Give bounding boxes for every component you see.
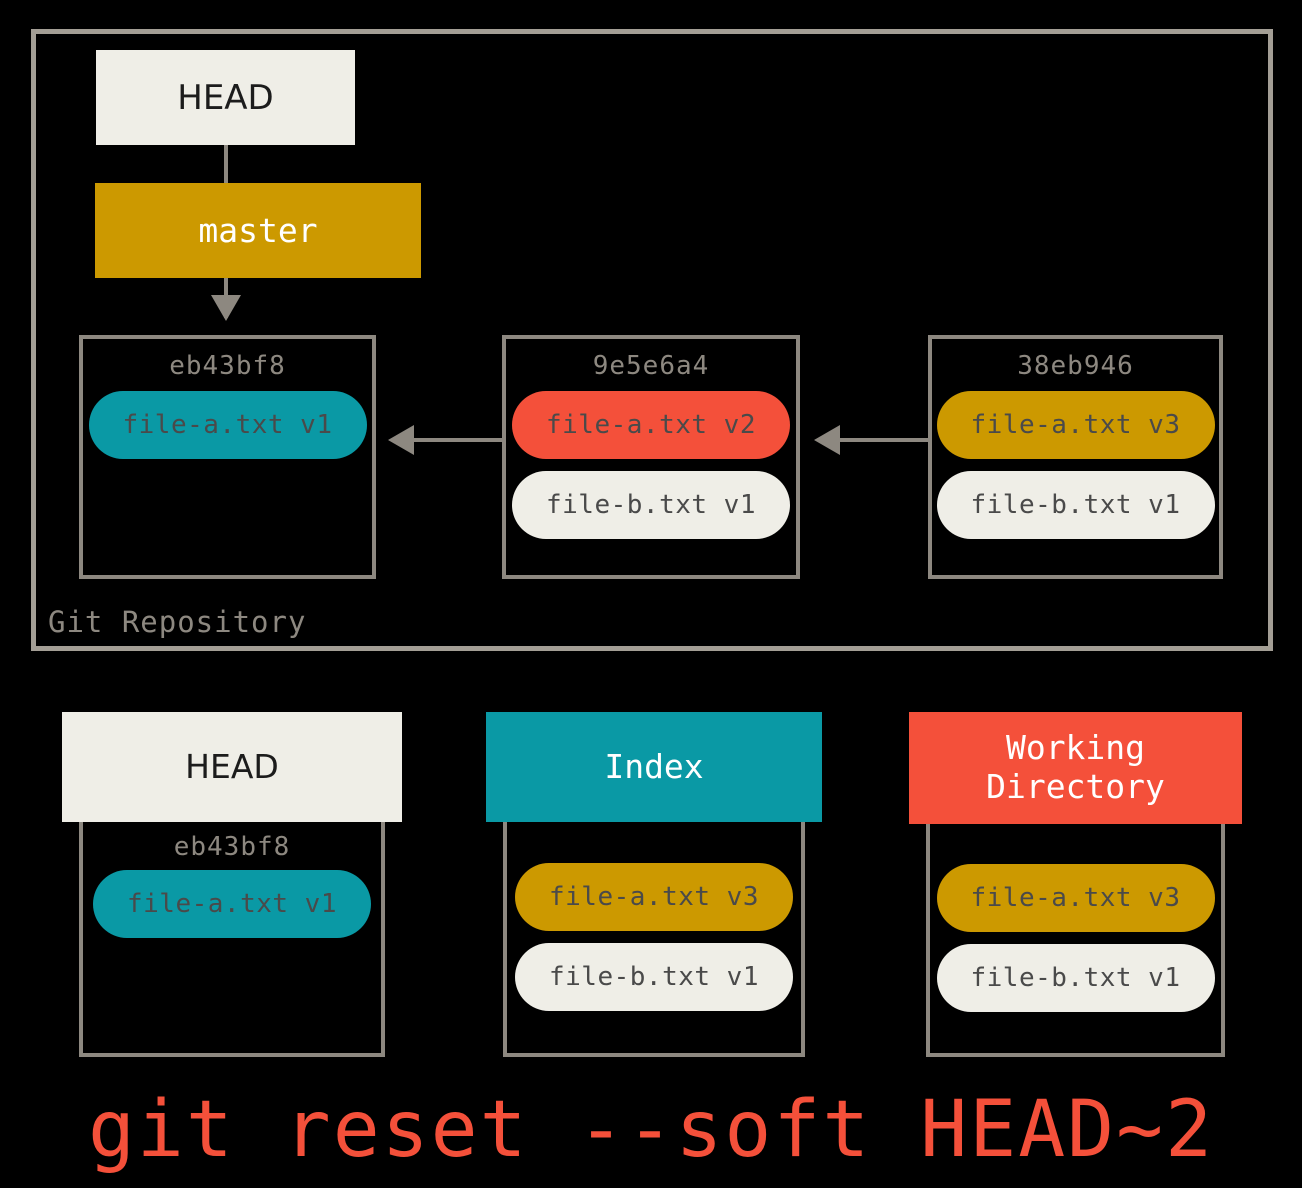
commit-sha: 9e5e6a4 — [592, 351, 710, 381]
commit-box-2: 9e5e6a4 file-a.txt v2 file-b.txt v1 — [502, 335, 800, 579]
file-pill: file-a.txt v1 — [88, 391, 367, 459]
branch-arrow-down-icon — [211, 295, 241, 321]
head-pointer-box: HEAD — [96, 50, 355, 145]
commit-parent-arrow-icon — [388, 425, 502, 455]
commit-box-3: 38eb946 file-a.txt v3 file-b.txt v1 — [928, 335, 1223, 579]
area-body-working-directory: file-a.txt v3 file-b.txt v1 — [926, 824, 1225, 1057]
file-pill: file-a.txt v3 — [936, 391, 1215, 459]
file-pill: file-a.txt v1 — [93, 870, 371, 938]
file-pill: file-b.txt v1 — [512, 471, 790, 539]
file-pill: file-b.txt v1 — [936, 943, 1215, 1012]
area-header-head: HEAD — [62, 712, 402, 822]
git-repository-frame — [31, 29, 1273, 651]
file-pill: file-b.txt v1 — [515, 942, 793, 1011]
file-pill: file-a.txt v3 — [515, 862, 793, 931]
commit-parent-arrow-icon — [814, 425, 928, 455]
area-sha: eb43bf8 — [173, 832, 291, 862]
commit-sha: 38eb946 — [1017, 351, 1134, 381]
git-repository-label: Git Repository — [48, 605, 307, 639]
commit-sha: eb43bf8 — [169, 351, 286, 381]
commit-box-1: eb43bf8 file-a.txt v1 — [79, 335, 376, 579]
command-caption: git reset --soft HEAD~2 — [87, 1085, 1215, 1175]
file-pill: file-a.txt v3 — [936, 863, 1215, 932]
area-body-index: file-a.txt v3 file-b.txt v1 — [503, 822, 805, 1057]
file-pill: file-a.txt v2 — [512, 391, 790, 459]
file-pill: file-b.txt v1 — [936, 471, 1215, 539]
branch-box-master: master — [95, 183, 421, 278]
head-to-branch-connector — [224, 145, 228, 185]
area-body-head: eb43bf8 file-a.txt v1 — [79, 822, 385, 1057]
area-header-working-directory: Working Directory — [909, 712, 1242, 824]
area-header-index: Index — [486, 712, 822, 822]
